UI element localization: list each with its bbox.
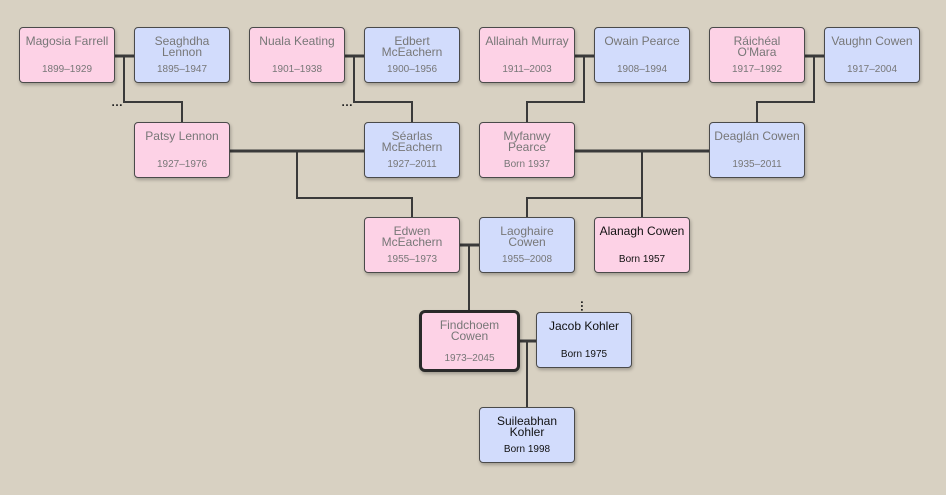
person-card-edbert[interactable]: Edbert McEachern 1900–1956 — [364, 27, 460, 83]
parent-link — [123, 56, 183, 122]
person-card-deaglan[interactable]: Deaglán Cowen 1935–2011 — [709, 122, 805, 178]
person-card-allainah[interactable]: Allainah Murray 1911–2003 — [479, 27, 575, 83]
person-name: Allainah Murray — [485, 34, 569, 48]
person-dates: Born 1998 — [503, 444, 551, 455]
person-dates: Born 1957 — [618, 254, 666, 265]
person-card-owain[interactable]: Owain Pearce 1908–1994 — [594, 27, 690, 83]
more-ancestors-edbert-icon[interactable]: … — [341, 95, 353, 109]
person-name: Ráichéal O'Mara — [733, 34, 781, 59]
person-name: Jacob Kohler — [548, 319, 620, 333]
more-ancestors-jacob-icon[interactable]: … — [578, 300, 592, 312]
person-dates: 1901–1938 — [271, 64, 323, 75]
person-name: Magosia Farrell — [25, 34, 109, 48]
person-card-laoghaire[interactable]: Laoghaire Cowen 1955–2008 — [479, 217, 575, 273]
parent-link — [756, 56, 815, 122]
person-card-nuala[interactable]: Nuala Keating 1901–1938 — [249, 27, 345, 83]
person-card-vaughn[interactable]: Vaughn Cowen 1917–2004 — [824, 27, 920, 83]
person-name: Patsy Lennon — [145, 129, 219, 143]
person-card-searlas[interactable]: Séarlas McEachern 1927–2011 — [364, 122, 460, 178]
person-card-findchoem[interactable]: Findchoem Cowen 1973–2045 — [419, 310, 520, 372]
person-card-raicheal[interactable]: Ráichéal O'Mara 1917–1992 — [709, 27, 805, 83]
person-card-edwen[interactable]: Edwen McEachern 1955–1973 — [364, 217, 460, 273]
person-dates: 1955–1973 — [386, 254, 438, 265]
parent-link — [353, 56, 413, 122]
person-dates: 1973–2045 — [444, 353, 495, 364]
person-dates: Born 1975 — [560, 349, 608, 360]
person-name: Séarlas McEachern — [381, 129, 443, 154]
person-name: Findchoem Cowen — [439, 318, 500, 343]
person-name: Seaghdha Lennon — [154, 34, 210, 59]
person-name: Alanagh Cowen — [599, 224, 685, 238]
person-name: Edwen McEachern — [381, 224, 443, 249]
person-dates: 1927–2011 — [387, 159, 437, 170]
more-ancestors-seaghdha-icon[interactable]: … — [111, 95, 123, 109]
person-dates: 1899–1929 — [41, 64, 93, 75]
person-dates: Born 1937 — [503, 159, 551, 170]
parent-link — [526, 151, 643, 217]
person-dates: 1927–1976 — [156, 159, 208, 170]
person-card-seaghdha[interactable]: Seaghdha Lennon 1895–1947 — [134, 27, 230, 83]
person-name: Laoghaire Cowen — [500, 224, 554, 249]
parent-link — [526, 56, 585, 122]
person-name: Owain Pearce — [604, 34, 680, 48]
person-dates: 1900–1956 — [386, 64, 438, 75]
person-card-magosia[interactable]: Magosia Farrell 1899–1929 — [19, 27, 115, 83]
person-name: Deaglán Cowen — [714, 129, 800, 143]
parent-link — [296, 151, 413, 217]
person-dates: 1935–2011 — [732, 159, 782, 170]
person-dates: 1917–1992 — [731, 64, 783, 75]
person-dates: 1895–1947 — [156, 64, 208, 75]
person-dates: 1908–1994 — [616, 64, 668, 75]
person-name: Myfanwy Pearce — [503, 129, 551, 154]
person-name: Nuala Keating — [259, 34, 335, 48]
person-dates: 1911–2003 — [502, 64, 552, 75]
person-name: Vaughn Cowen — [831, 34, 913, 48]
person-name: Edbert McEachern — [381, 34, 443, 59]
person-dates: 1917–2004 — [846, 64, 898, 75]
person-dates: 1955–2008 — [501, 254, 553, 265]
person-card-patsy[interactable]: Patsy Lennon 1927–1976 — [134, 122, 230, 178]
person-name: Suileabhan Kohler — [496, 414, 558, 439]
